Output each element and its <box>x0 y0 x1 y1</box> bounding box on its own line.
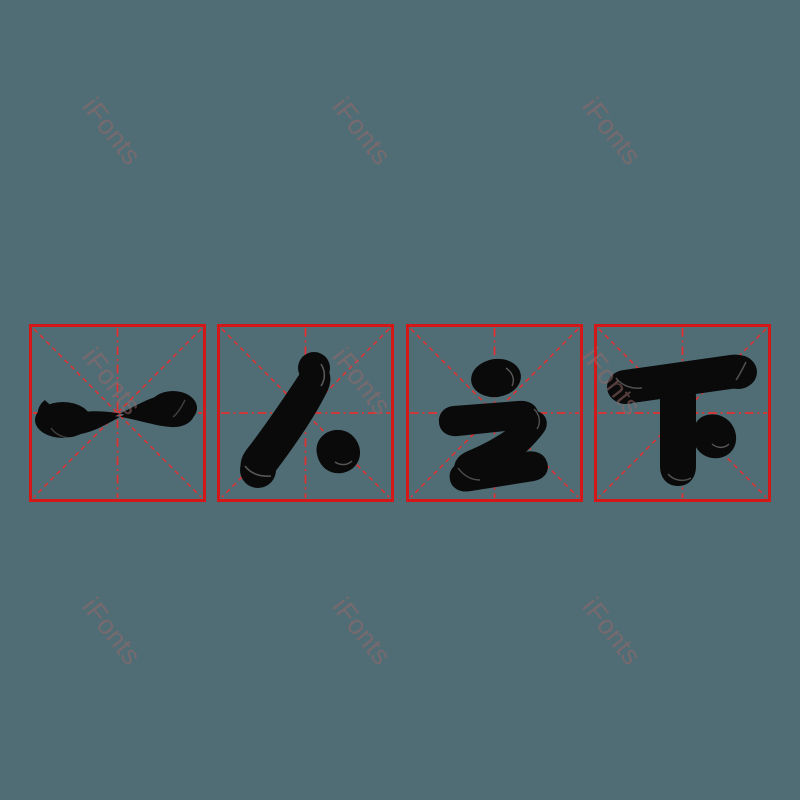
glyph-ren <box>240 352 361 488</box>
watermark-text: iFonts <box>576 92 648 171</box>
grid-box-2 <box>217 324 395 502</box>
watermark-text: iFonts <box>576 592 648 671</box>
glyph-yi <box>35 391 197 439</box>
glyph-xia <box>606 354 757 486</box>
grid-box-1 <box>29 324 206 502</box>
watermark-text: iFonts <box>76 92 148 171</box>
grid-guides-1 <box>32 327 203 499</box>
character-cell-1[interactable] <box>29 324 206 502</box>
watermark-text: iFonts <box>326 92 398 171</box>
watermark-text: iFonts <box>326 592 398 671</box>
grid-guides-2 <box>221 327 391 499</box>
character-cell-4[interactable] <box>593 324 771 502</box>
character-cell-3[interactable] <box>405 324 583 502</box>
glyph-zhi <box>438 358 548 492</box>
character-grid-row <box>29 324 771 502</box>
character-cell-2[interactable] <box>217 324 395 502</box>
watermark-text: iFonts <box>76 592 148 671</box>
